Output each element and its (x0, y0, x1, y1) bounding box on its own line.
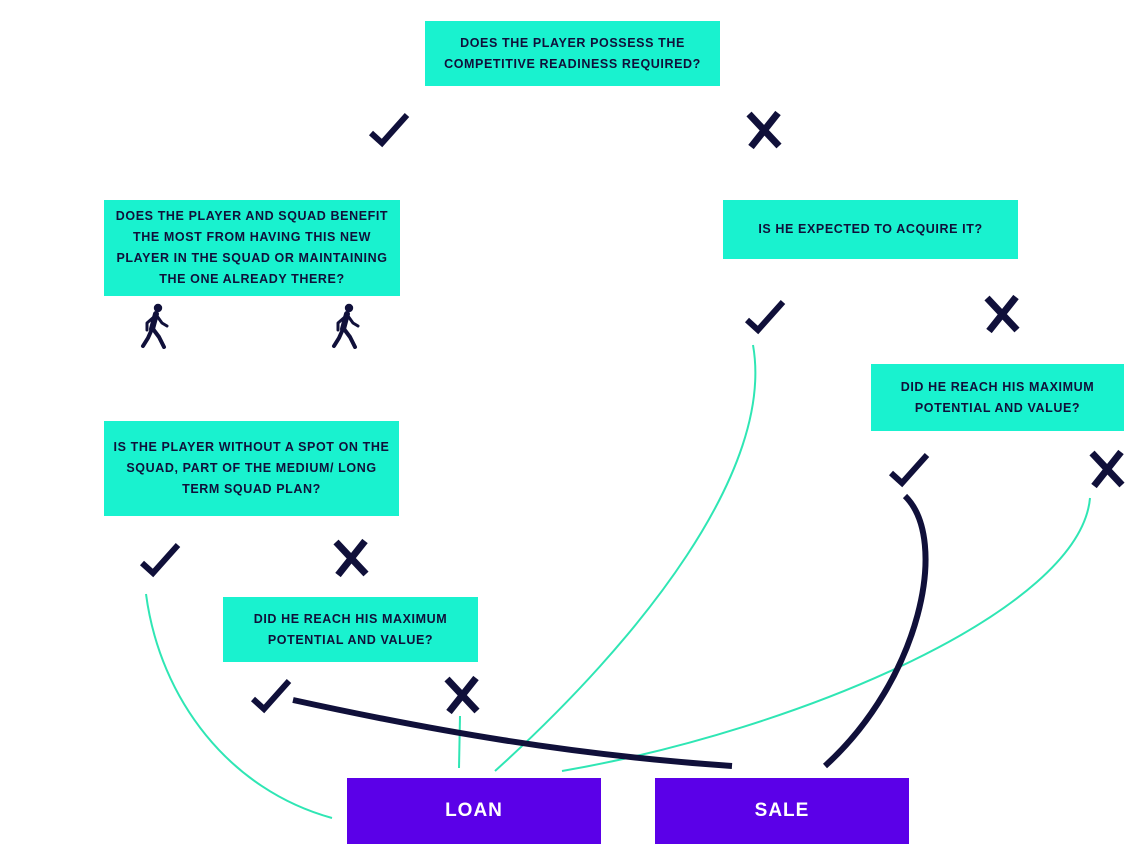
question-max-potential-left: DID HE REACH HIS MAXIMUM POTENTIAL AND V… (223, 597, 478, 662)
walking-person-icon (139, 303, 173, 349)
cross-icon (741, 108, 785, 152)
connector-spot-yes-to-loan (145, 593, 333, 819)
check-icon (138, 538, 182, 582)
question-max-potential-left-text: DID HE REACH HIS MAXIMUM POTENTIAL AND V… (253, 611, 448, 647)
cross-icon (328, 536, 372, 580)
question-expected-to-acquire-text: IS HE EXPECTED TO ACQUIRE IT? (758, 222, 983, 236)
question-squad-spot-text: IS THE PLAYER WITHOUT A SPOT ON THE SQUA… (113, 440, 390, 496)
connector-max-left-yes-to-sale (292, 697, 733, 769)
outcome-sale-label: SALE (754, 800, 810, 821)
connector-max-left-no-to-loan (458, 715, 461, 769)
outcome-loan-label: LOAN (445, 800, 503, 821)
connector-expected-yes-to-loan (494, 344, 757, 772)
outcome-sale: SALE (655, 778, 909, 844)
question-competitive-readiness: DOES THE PLAYER POSSESS THE COMPETITIVE … (425, 21, 720, 86)
question-competitive-readiness-text: DOES THE PLAYER POSSESS THE COMPETITIVE … (444, 35, 701, 71)
check-icon (743, 295, 787, 339)
connector-max-right-no-to-loan (561, 497, 1091, 772)
question-squad-spot: IS THE PLAYER WITHOUT A SPOT ON THE SQUA… (104, 421, 399, 516)
check-icon (887, 448, 931, 492)
check-icon (367, 108, 411, 152)
connector-max-right-yes-to-sale (822, 493, 929, 769)
cross-icon (979, 292, 1023, 336)
outcome-loan: LOAN (347, 778, 601, 844)
cross-icon (439, 673, 483, 717)
question-squad-benefit: DOES THE PLAYER AND SQUAD BENEFIT THE MO… (104, 200, 400, 296)
question-max-potential-right: DID HE REACH HIS MAXIMUM POTENTIAL AND V… (871, 364, 1124, 431)
question-squad-benefit-text: DOES THE PLAYER AND SQUAD BENEFIT THE MO… (115, 209, 389, 286)
walking-person-icon (330, 303, 364, 349)
cross-icon (1084, 447, 1128, 491)
check-icon (249, 674, 293, 718)
question-max-potential-right-text: DID HE REACH HIS MAXIMUM POTENTIAL AND V… (900, 379, 1095, 415)
question-expected-to-acquire: IS HE EXPECTED TO ACQUIRE IT? (723, 200, 1018, 259)
